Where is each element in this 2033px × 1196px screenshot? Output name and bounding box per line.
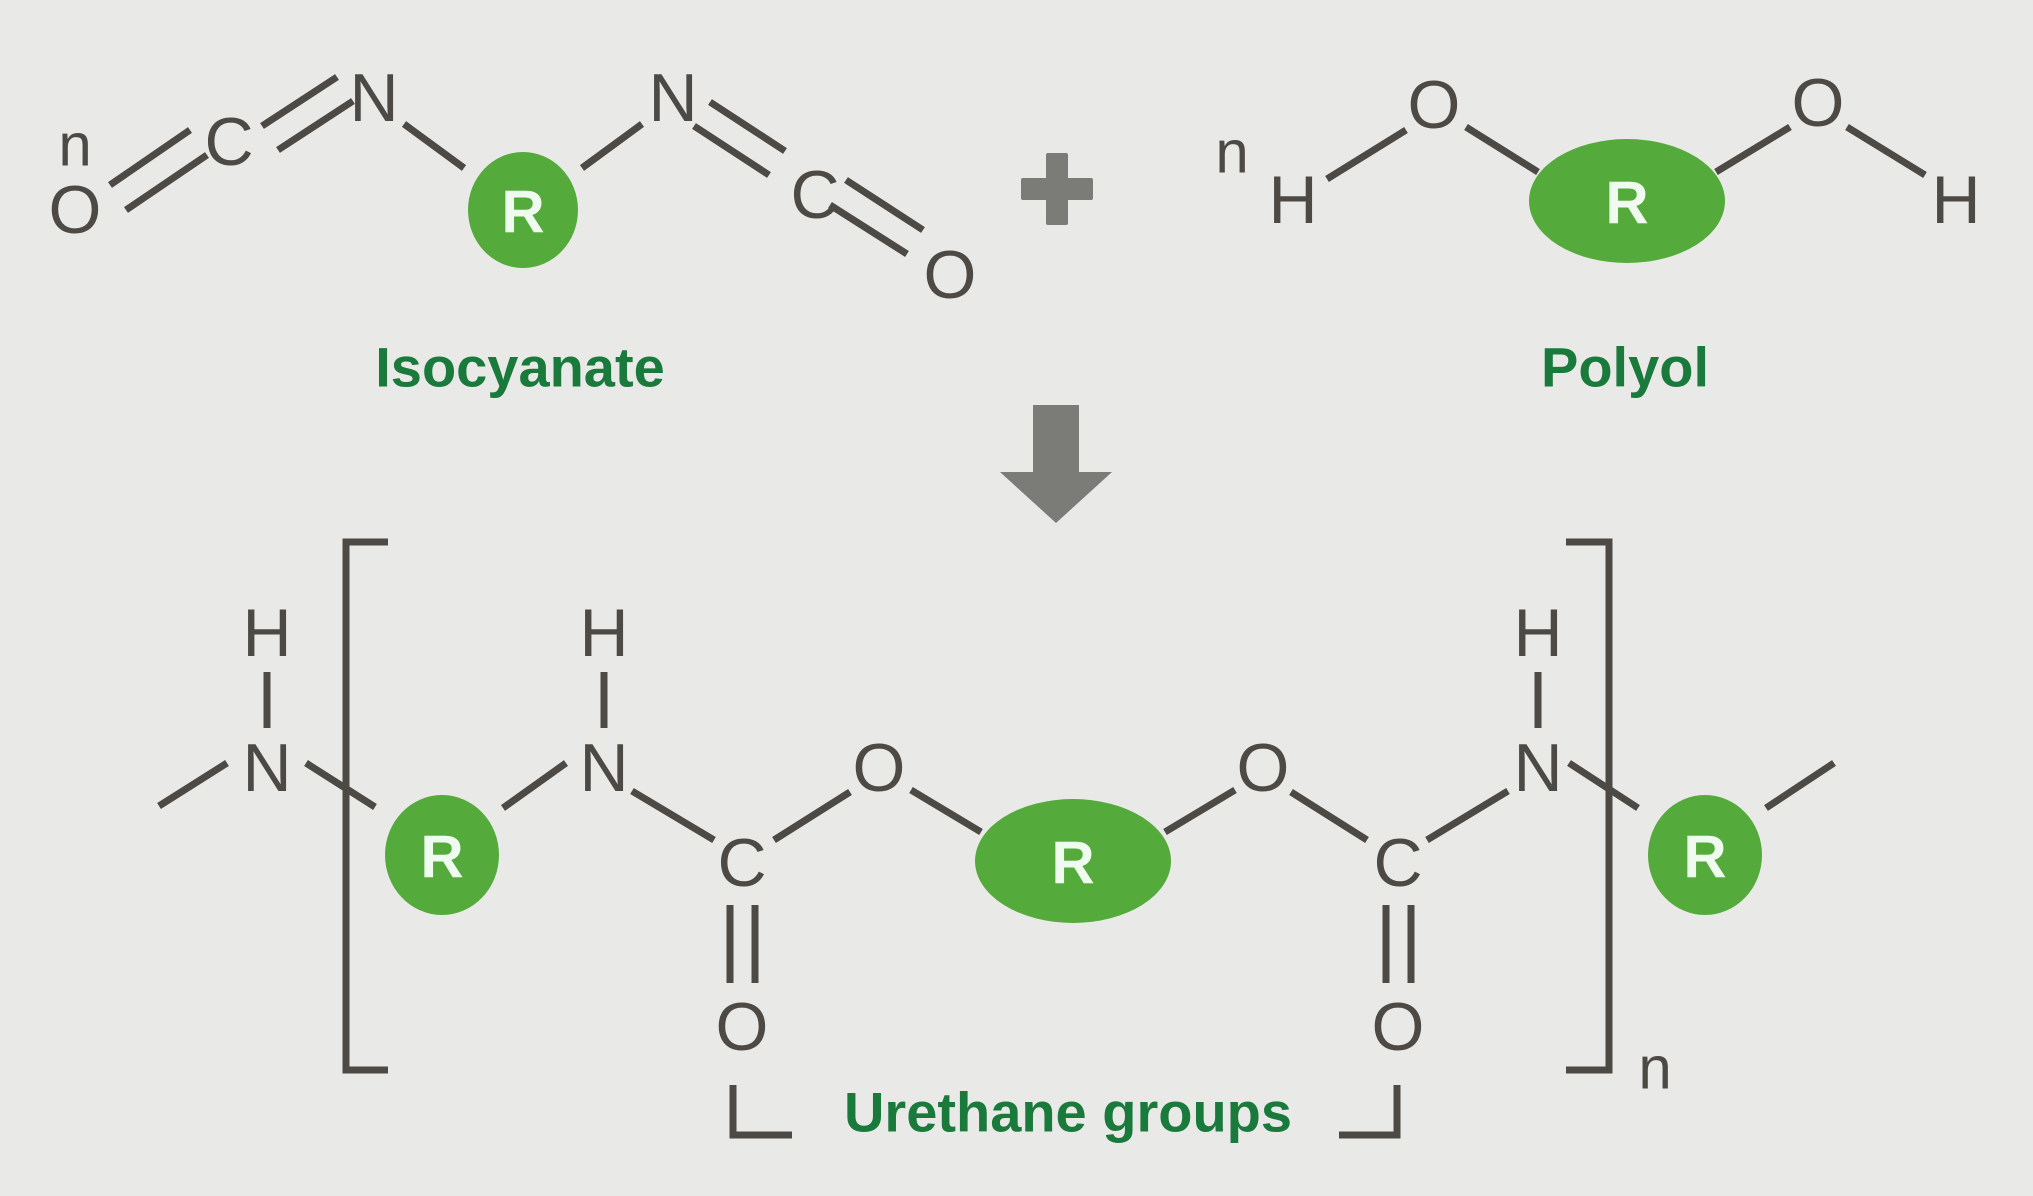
bond-o-c-2 [1289,789,1369,843]
polyol-repeat-index: n [1215,119,1248,186]
bond-terminal-left [157,760,229,809]
repeat-bracket-right [1566,538,1613,1074]
polyol-label: Polyol [1541,336,1709,399]
plus-sign-icon [1021,153,1093,225]
isocyanate-repeat-index: n [58,112,91,179]
product-atom-n-3: N [1513,730,1562,806]
product-atom-h-1: H [242,595,291,671]
bond-c-n-left-b [276,98,355,153]
bond-n-c-right-b [708,99,787,154]
bond-n-r-3 [1567,760,1640,811]
polyol-atom-o-right: O [1792,65,1845,141]
isocyanate-atom-o-left: O [49,172,102,248]
bond-h-o-left [1325,127,1408,182]
bond-o-c-left-a [108,127,192,188]
bond-c-o-ester-1 [772,789,852,843]
product-atom-n-2: N [579,730,628,806]
product-r-group-2-label: R [1051,830,1094,897]
product-r-group-2-shape [975,799,1171,923]
bond-terminal-right [1764,760,1836,811]
polyurethane-product-group: n H N R H N C O O R [157,538,1836,1144]
bond-c-o-right-b [828,202,909,257]
bond-r-n-right [579,121,645,171]
polyol-atom-h-left: H [1268,162,1317,238]
polyol-atom-o-left: O [1408,67,1461,143]
bond-r-o-2 [1163,786,1237,836]
bond-o-r-2 [909,786,983,836]
bond-c-n-3 [1425,788,1510,843]
bond-o-c-left-b [124,152,209,213]
product-atom-h-3: H [1513,595,1562,671]
isocyanate-label: Isocyanate [375,336,665,399]
product-r-group-3-label: R [1683,824,1726,891]
isocyanate-atom-o-right: O [924,237,977,313]
isocyanate-atom-n-left: N [349,60,398,136]
polyol-r-group-label: R [1605,170,1648,237]
isocyanate-group: n O C N R N C O Isocyanate [49,60,977,399]
repeat-bracket-left [342,538,388,1074]
polyol-atom-h-right: H [1931,162,1980,238]
urethane-callout-bracket-right [1339,1085,1401,1139]
product-atom-n-1: N [242,730,291,806]
urethane-callout-bracket-left [729,1085,792,1139]
product-atom-h-2: H [579,595,628,671]
isocyanate-atom-n-right: N [648,60,697,136]
product-atom-o-carbonyl-1: O [716,989,769,1065]
bond-r-n-2 [500,760,569,811]
polyol-group: n H O R O H Polyol [1215,65,1980,399]
product-r-group-1-label: R [420,824,463,891]
bond-n-r-1 [304,760,377,810]
down-arrow-icon [1000,405,1112,523]
product-atom-c-2: C [1373,825,1422,901]
polyol-r-group-shape [1529,139,1725,263]
isocyanate-r-group-label: R [501,179,544,246]
product-r-group-3-shape [1648,795,1762,915]
product-atom-o-ester-1: O [853,730,906,806]
product-atom-c-1: C [717,825,766,901]
bond-n-c-right-a [692,123,771,178]
product-atom-o-ester-2: O [1237,730,1290,806]
bond-o-r-left [1464,124,1540,175]
product-atom-o-carbonyl-2: O [1372,989,1425,1065]
isocyanate-atom-c-left: C [204,104,253,180]
bond-n-c-1 [630,787,716,844]
product-r-group-1-shape [385,795,499,915]
product-repeat-index: n [1638,1035,1671,1102]
bond-c-o-right-a [844,177,925,233]
isocyanate-atom-c-right: C [790,157,839,233]
urethane-groups-label: Urethane groups [844,1081,1292,1144]
bond-c-n-left-a [260,74,339,129]
bond-n-r-left [401,121,467,171]
isocyanate-r-group-shape [468,152,578,268]
bond-r-o-right [1714,124,1792,175]
bond-o-h-right [1845,124,1927,178]
